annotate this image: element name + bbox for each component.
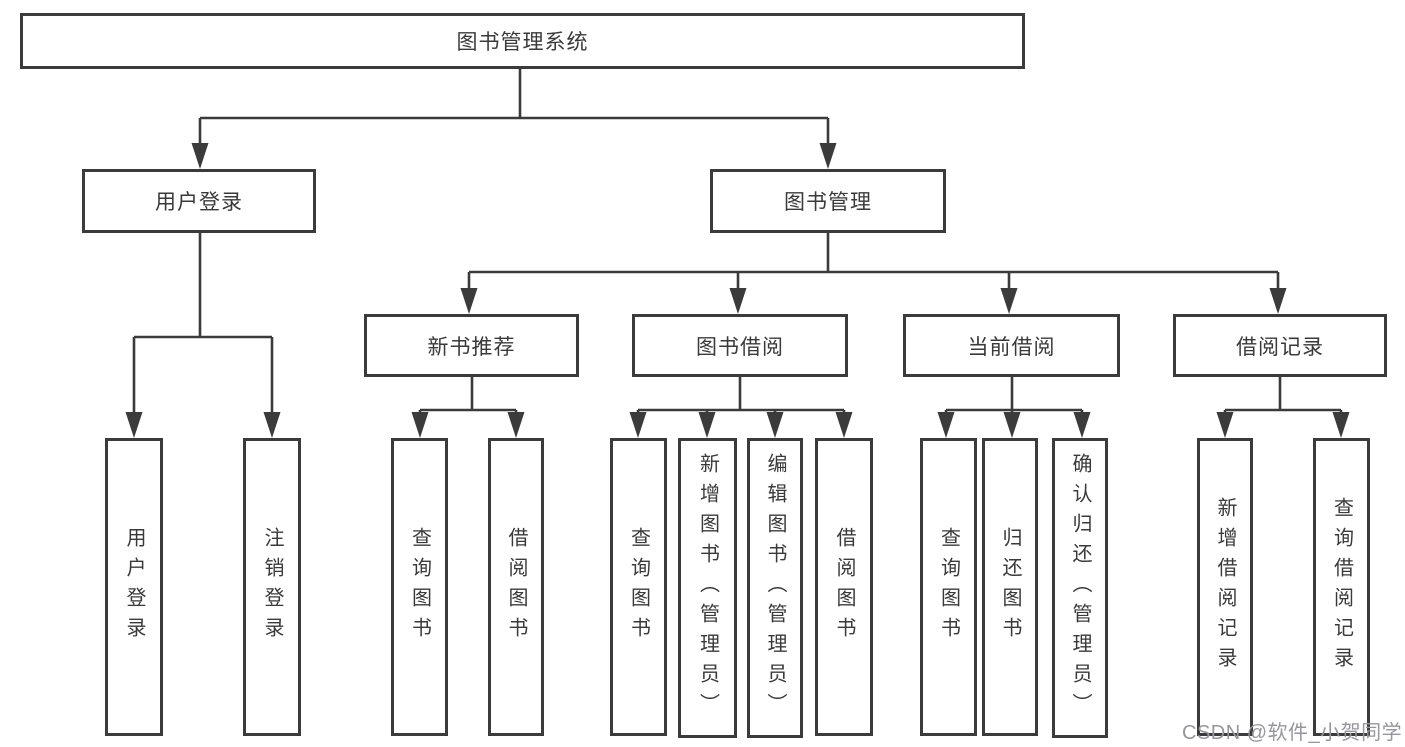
leaf-borrow-books: 借阅图书 (815, 438, 873, 736)
leaf-edit-books-admin: 编辑图书（管理员） (747, 438, 803, 738)
leaf-return-books: 归还图书 (982, 438, 1038, 736)
leaf-add-borrow-record: 新增借阅记录 (1197, 438, 1253, 736)
leaf-borrowing-query-books: 查询图书 (610, 438, 667, 736)
node-book-management: 图书管理 (710, 169, 946, 233)
leaf-logout: 注销登录 (243, 438, 301, 736)
node-current-borrowing: 当前借阅 (903, 314, 1120, 377)
leaf-current-query-books: 查询图书 (920, 438, 977, 736)
leaf-recommend-query-books: 查询图书 (391, 438, 448, 736)
leaf-recommend-borrow-books: 借阅图书 (488, 438, 544, 736)
leaf-confirm-return-admin: 确认归还（管理员） (1052, 438, 1108, 738)
leaf-user-login: 用户登录 (105, 438, 163, 736)
node-new-book-recommend: 新书推荐 (364, 314, 579, 377)
node-root-system: 图书管理系统 (20, 13, 1025, 69)
node-user-login: 用户登录 (82, 169, 316, 233)
node-borrowing-records: 借阅记录 (1173, 314, 1387, 377)
leaf-add-books-admin: 新增图书（管理员） (678, 438, 737, 738)
csdn-watermark: CSDN @软件_小贺同学 (1182, 722, 1403, 744)
leaf-query-borrow-record: 查询借阅记录 (1313, 438, 1370, 736)
node-book-borrowing: 图书借阅 (632, 314, 848, 377)
